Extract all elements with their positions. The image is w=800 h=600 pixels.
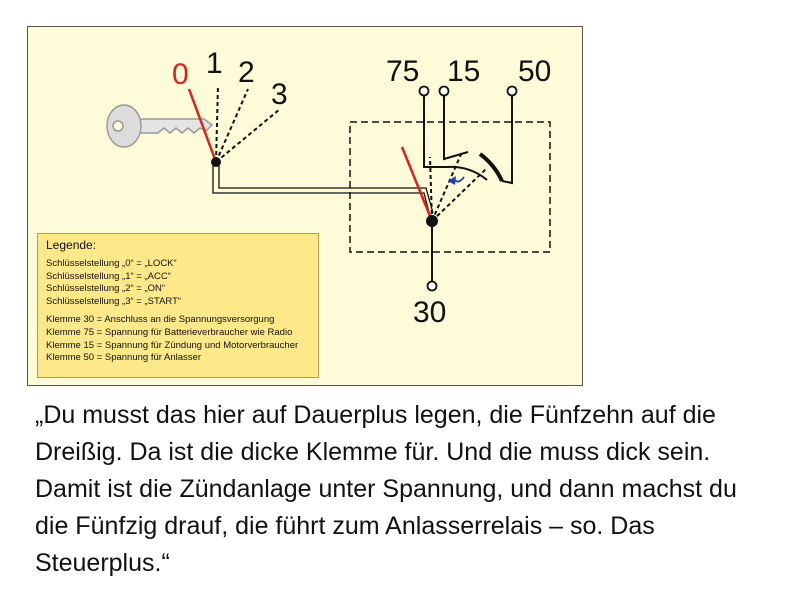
legend-title: Legende:: [46, 238, 97, 252]
position-3-label: 3: [271, 78, 288, 111]
legend-box: Legende: Schlüsselstellung „0“ = „LOCK“ …: [37, 233, 319, 378]
position-0-line: [187, 88, 218, 163]
terminal-wires: [423, 95, 513, 282]
start-contact-arc: [478, 152, 504, 182]
internal-on-line: [431, 151, 463, 222]
terminal-50-label: 50: [518, 55, 551, 88]
legend-position-2: Schlüsselstellung „2“ = „ON“: [46, 283, 166, 295]
legend-terminal-15: Klemme 15 = Spannung für Zündung und Mot…: [46, 339, 299, 351]
terminal-75-wire: [423, 95, 448, 168]
position-1-label: 1: [206, 47, 223, 80]
key-icon: [106, 104, 214, 148]
terminal-30-node: [426, 280, 438, 292]
terminal-15-node: [438, 85, 450, 97]
terminal-15-wire: [443, 95, 469, 161]
start-spring-arrow-head: [448, 176, 456, 185]
terminal-30-label: 30: [413, 296, 446, 329]
position-3-line: [215, 108, 281, 163]
key-switch: 0 1 2 3: [172, 47, 288, 167]
terminal-15-label: 15: [447, 55, 480, 88]
key-hole: [112, 120, 124, 132]
terminal-75-node: [418, 85, 430, 97]
terminal-50-node: [506, 85, 518, 97]
key-blade: [133, 118, 214, 134]
internal-lock-line: [400, 146, 434, 222]
internal-acc-line: [429, 156, 433, 222]
terminal-nodes: [418, 85, 518, 292]
position-2-label: 2: [238, 56, 255, 89]
legend-terminal-30: Klemme 30 = Anschluss an die Spannungsve…: [46, 314, 275, 326]
legend-position-0: Schlüsselstellung „0“ = „LOCK“: [46, 258, 177, 269]
legend-position-3: Schlüsselstellung „3“ = „START“: [46, 295, 182, 307]
switch-pivot: [426, 215, 438, 227]
linkage: [212, 162, 434, 221]
wiring-diagram: 0 1 2 3: [106, 47, 551, 329]
position-2-line: [215, 88, 249, 163]
position-0-label: 0: [172, 58, 189, 91]
position-1-line: [215, 84, 219, 163]
contact-arc: [447, 165, 488, 181]
switch-housing: [349, 121, 551, 253]
internal-start-line: [431, 168, 487, 222]
legend-terminal-75: Klemme 75 = Spannung für Batterieverbrau…: [46, 326, 293, 338]
legend-terminal-50: Klemme 50 = Spannung für Anlasser: [46, 352, 201, 364]
internal-switch: [400, 146, 487, 227]
terminal-75-label: 75: [386, 55, 419, 88]
key-bow: [106, 104, 142, 148]
terminal-50-wire: [501, 95, 513, 185]
quote-text: „Du musst das hier auf Dauerplus legen, …: [35, 401, 737, 577]
legend-position-1: Schlüsselstellung „1“ = „ACC“: [46, 270, 171, 282]
